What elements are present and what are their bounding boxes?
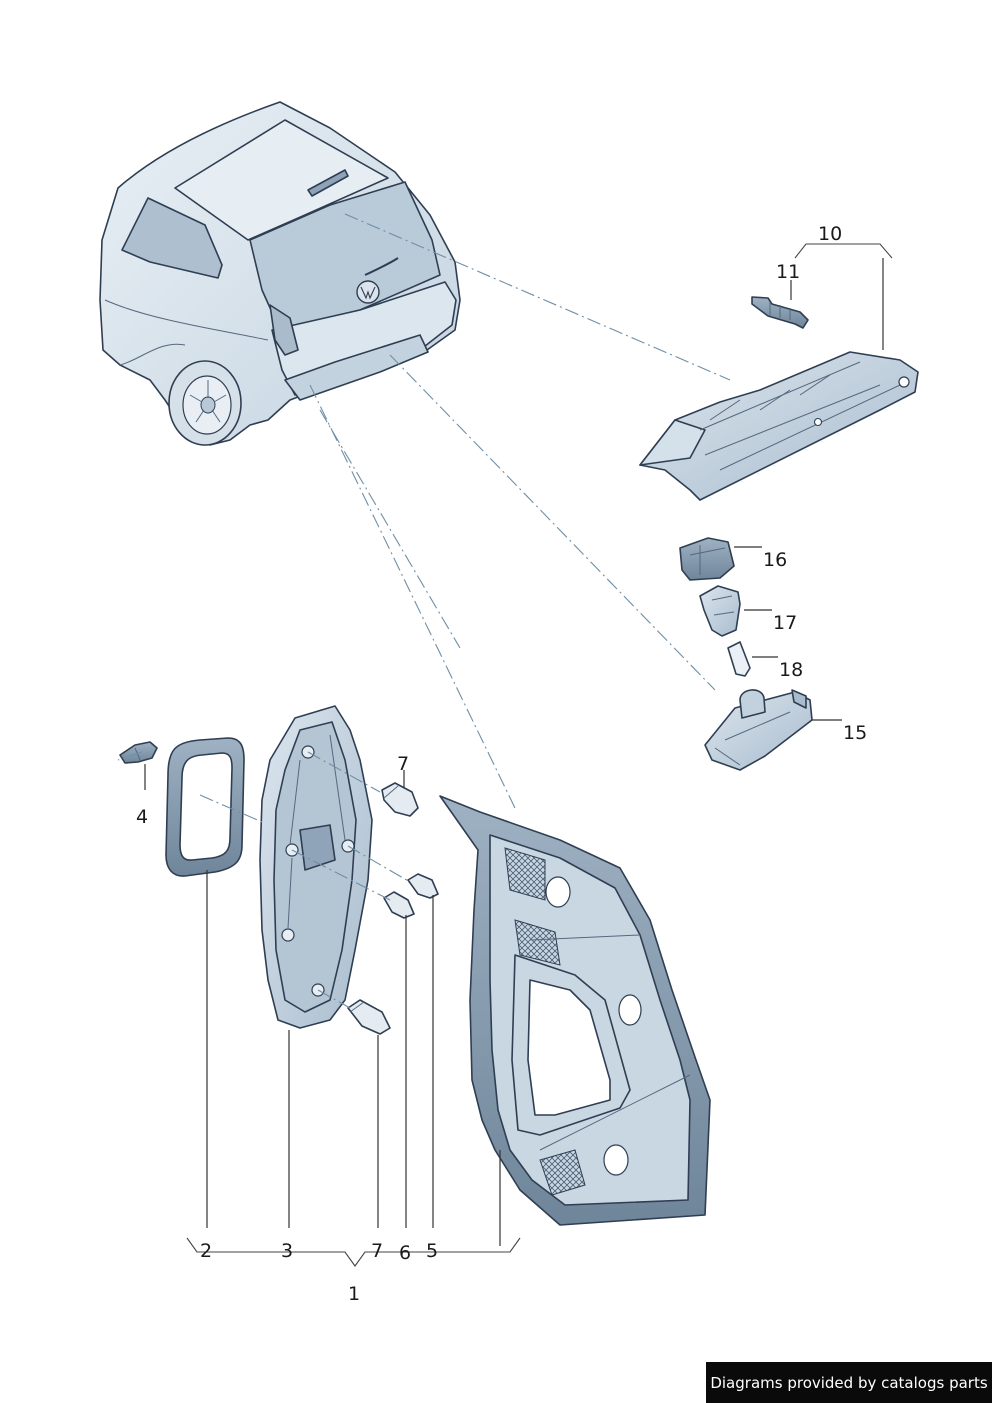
callout-17: 17: [773, 612, 797, 634]
gasket-2: [165, 737, 245, 877]
credit-banner: Diagrams provided by catalogs parts: [706, 1362, 992, 1403]
bulb-insertion-lines: [117, 751, 411, 1009]
plate-light-socket-16: [679, 537, 735, 581]
bulb-carrier-3: [259, 705, 373, 1029]
callout-11: 11: [776, 261, 800, 283]
callout-10: 10: [818, 223, 842, 245]
plate-light-bulb-18: [727, 641, 751, 677]
callout-15: 15: [843, 722, 867, 744]
callout-6: 6: [399, 1242, 411, 1264]
callout-16: 16: [763, 549, 787, 571]
callout-7-upper: 7: [397, 753, 409, 775]
callout-labels: 10 11 16 17 18 15 4 7 2 3 7 6 5 1: [136, 223, 867, 1305]
bulb-5: [407, 873, 439, 899]
brake-light-bulb-11: [751, 296, 809, 329]
callout-leaders: [144, 243, 893, 1267]
callout-4: 4: [136, 806, 148, 828]
callout-5: 5: [426, 1240, 438, 1262]
callout-18: 18: [779, 659, 803, 681]
callout-7-lower: 7: [371, 1240, 383, 1262]
vehicle-illustration: [99, 101, 461, 446]
plate-light-holder-17: [699, 585, 741, 637]
callout-1: 1: [348, 1283, 360, 1305]
fastener-nut-4: [119, 741, 158, 764]
plate-light-housing-15: [704, 689, 813, 771]
callout-2: 2: [200, 1240, 212, 1262]
assembly-leader-lines: [309, 213, 731, 809]
tail-light-housing-1: [439, 795, 711, 1226]
bulb-6: [383, 891, 415, 919]
bulb-7-upper: [381, 782, 419, 817]
bulb-7-lower: [347, 999, 391, 1035]
high-brake-light-assembly: [639, 351, 919, 501]
callout-3: 3: [281, 1240, 293, 1262]
